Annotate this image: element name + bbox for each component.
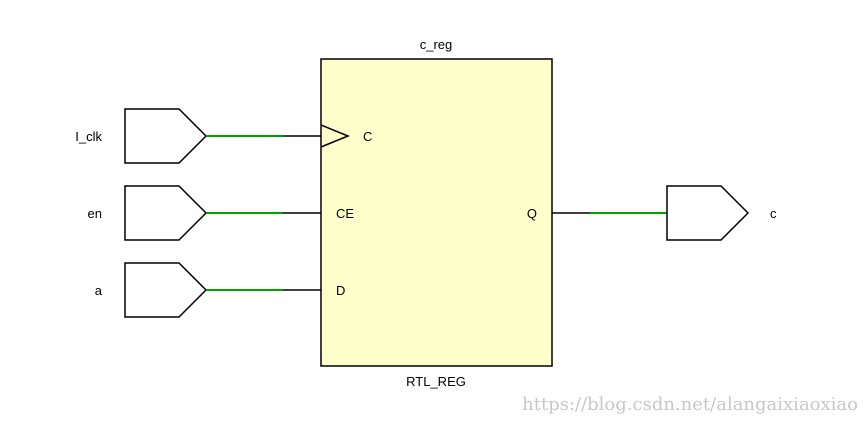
output-port-label: c xyxy=(770,206,777,221)
clock-triangle-icon xyxy=(320,124,350,148)
input-port-icon xyxy=(124,185,208,241)
pin-label-data: D xyxy=(336,283,345,298)
input-port-label: en xyxy=(88,206,102,221)
input-port-icon xyxy=(124,262,208,318)
watermark-text: https://blog.csdn.net/alangaixiaoxiao xyxy=(522,394,858,415)
input-port-label: I_clk xyxy=(75,129,102,144)
pin-label-output: Q xyxy=(527,206,537,221)
output-port-icon xyxy=(666,185,750,241)
output-port-c[interactable]: c xyxy=(666,185,777,241)
pin-label-enable: CE xyxy=(336,206,354,221)
input-port-icon xyxy=(124,108,208,164)
input-port-clk[interactable]: I_clk xyxy=(75,108,208,164)
input-port-a[interactable]: a xyxy=(95,262,208,318)
input-port-en[interactable]: en xyxy=(88,185,208,241)
input-port-label: a xyxy=(95,283,103,298)
register-instance-name: c_reg xyxy=(420,37,453,52)
pin-label-clock: C xyxy=(363,129,372,144)
register-cell-type: RTL_REG xyxy=(406,374,466,389)
register-cell[interactable]: c_reg RTL_REG C CE D Q xyxy=(320,37,553,389)
register-body xyxy=(320,58,553,367)
